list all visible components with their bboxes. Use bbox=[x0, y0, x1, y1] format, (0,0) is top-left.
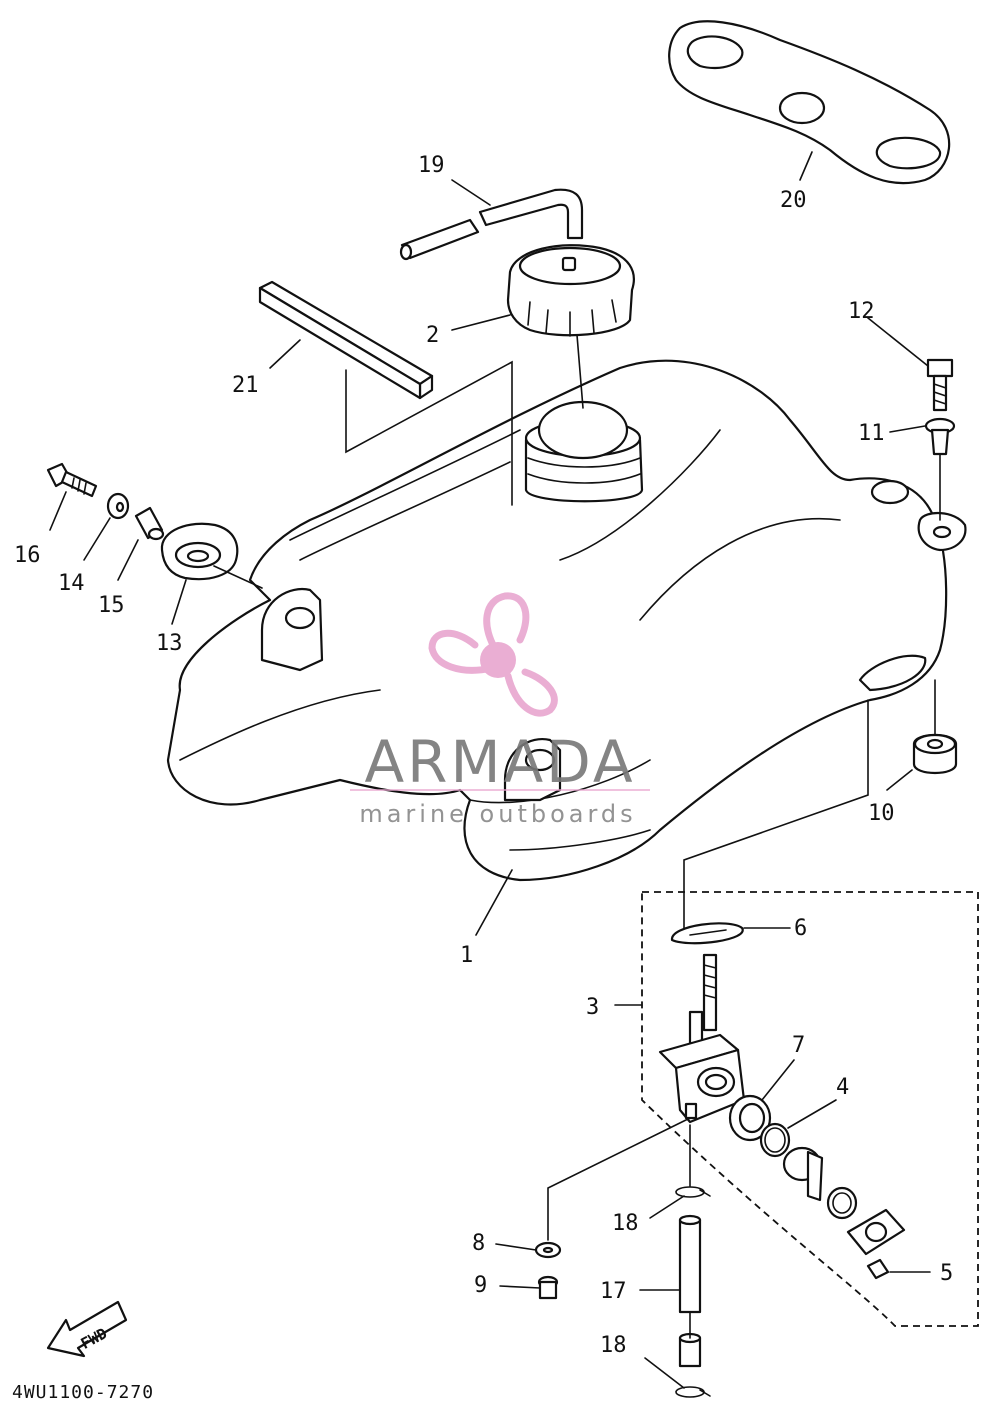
callout-16: 16 bbox=[14, 543, 41, 568]
part-10-damper bbox=[912, 733, 958, 774]
drawing-code: 4WU1100-7270 bbox=[12, 1382, 154, 1403]
callout-6: 6 bbox=[794, 916, 807, 941]
part-7-diaphragm bbox=[728, 1094, 772, 1142]
callout-15: 15 bbox=[98, 593, 125, 618]
part-4-o-ring bbox=[759, 1122, 791, 1158]
part-9-drain-bolt bbox=[537, 1275, 559, 1300]
fuel-cock-cover-plate bbox=[846, 1208, 906, 1256]
callout-17: 17 bbox=[600, 1279, 627, 1304]
part-12-bolt bbox=[926, 358, 954, 412]
callout-8: 8 bbox=[472, 1231, 485, 1256]
part-18-clip-upper bbox=[675, 1186, 711, 1198]
callout-13: 13 bbox=[156, 631, 183, 656]
callout-12: 12 bbox=[848, 299, 875, 324]
callouts: 19 20 2 21 12 11 16 14 15 13 10 1 6 3 7 … bbox=[14, 153, 953, 1358]
part-21-rubber-strip bbox=[258, 280, 434, 400]
part-6-strainer-gasket bbox=[670, 922, 744, 945]
callout-3: 3 bbox=[586, 995, 599, 1020]
part-14-washer bbox=[106, 492, 130, 520]
callout-2: 2 bbox=[426, 323, 439, 348]
assembly-lines bbox=[213, 334, 941, 1339]
part-16-bolt bbox=[46, 462, 98, 498]
part-15-collar bbox=[134, 506, 165, 541]
callout-14: 14 bbox=[58, 571, 85, 596]
brand-name: ARMADA bbox=[364, 728, 635, 796]
fuel-cock-lever bbox=[782, 1146, 824, 1202]
callout-18-lower: 18 bbox=[600, 1333, 627, 1358]
callout-20: 20 bbox=[780, 188, 807, 213]
armada-logo: ARMADA marine outboards bbox=[350, 592, 650, 828]
part-18-clip-lower bbox=[675, 1386, 711, 1398]
fuel-cock-assembly-outline bbox=[641, 891, 979, 1327]
part-8-washer bbox=[534, 1241, 562, 1259]
fwd-arrow: FWD bbox=[46, 1300, 128, 1358]
leader-lines bbox=[49, 151, 931, 1389]
callout-18-upper: 18 bbox=[612, 1211, 639, 1236]
callout-9: 9 bbox=[474, 1273, 487, 1298]
callout-11: 11 bbox=[858, 421, 885, 446]
callout-7: 7 bbox=[792, 1033, 805, 1058]
part-13-grommet bbox=[160, 522, 239, 581]
propeller-icon bbox=[428, 592, 558, 717]
callout-10: 10 bbox=[868, 801, 895, 826]
callout-4: 4 bbox=[836, 1075, 849, 1100]
callout-21: 21 bbox=[232, 373, 259, 398]
callout-5: 5 bbox=[940, 1261, 953, 1286]
part-11-collar bbox=[924, 417, 956, 456]
fuel-cock-o-ring-2 bbox=[826, 1186, 858, 1220]
part-19-breather-hose bbox=[399, 188, 584, 261]
part-20-gasket-plate bbox=[668, 20, 951, 185]
brand-tagline: marine outboards bbox=[359, 800, 636, 828]
part-17-fuel-hose bbox=[678, 1214, 702, 1368]
part-5-screw bbox=[866, 1258, 890, 1280]
propeller-hub-icon bbox=[480, 642, 516, 678]
part-2-fuel-cap bbox=[506, 244, 635, 337]
part-1-fuel-tank bbox=[166, 359, 967, 882]
fuel-cock-body bbox=[658, 953, 746, 1124]
callout-19: 19 bbox=[418, 153, 445, 178]
callout-1: 1 bbox=[460, 943, 473, 968]
